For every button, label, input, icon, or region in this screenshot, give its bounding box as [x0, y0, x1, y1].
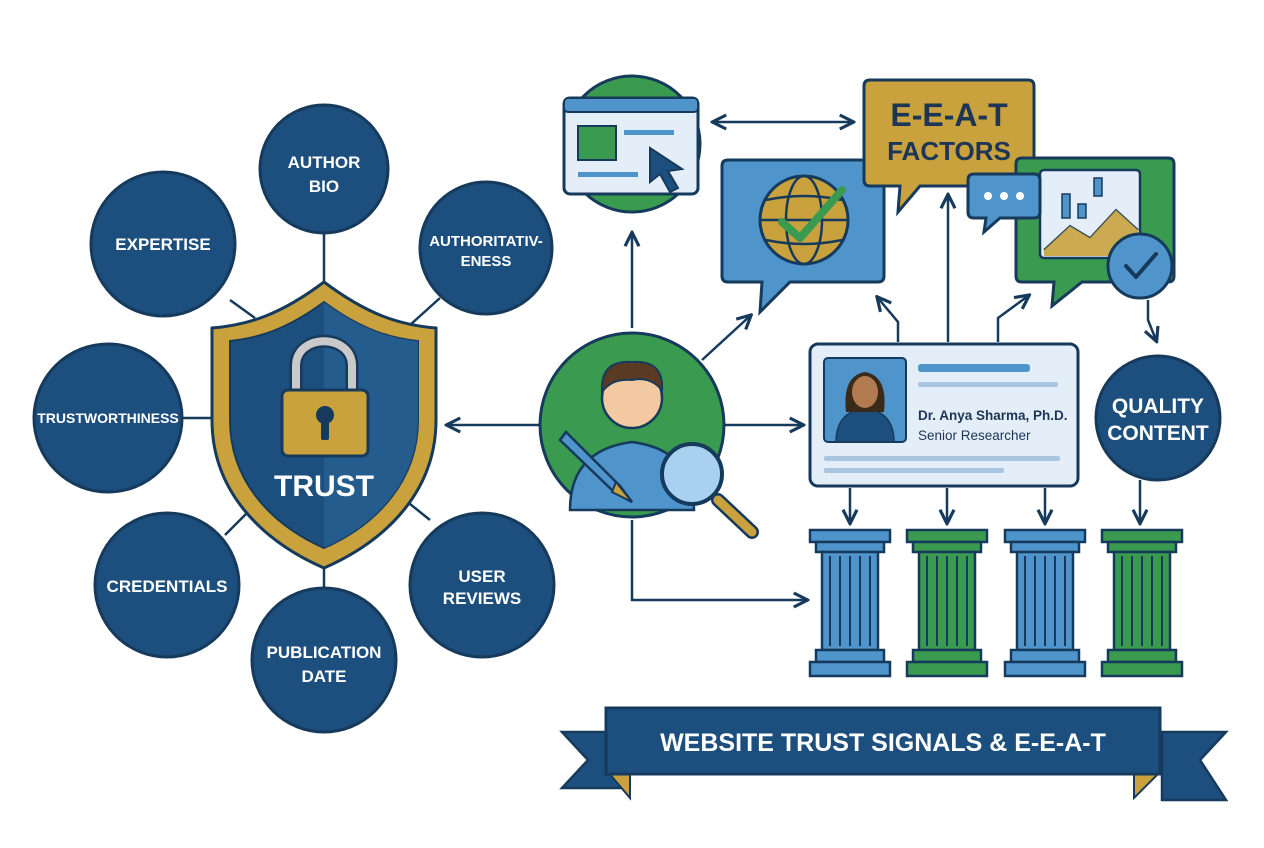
svg-text:CREDENTIALS: CREDENTIALS	[107, 577, 228, 596]
author-name: Dr. Anya Sharma, Ph.D.	[918, 408, 1068, 423]
pillar-icon	[1100, 528, 1184, 678]
trust-label: TRUST	[274, 470, 374, 503]
signal-credentials: CREDENTIALS	[93, 511, 241, 659]
svg-text:REVIEWS: REVIEWS	[443, 589, 521, 608]
svg-text:CONTENT: CONTENT	[1107, 422, 1209, 445]
pillars	[808, 528, 1184, 678]
flow-arrows	[448, 122, 1156, 600]
trust-shield: TRUST	[210, 280, 438, 570]
svg-text:PUBLICATION: PUBLICATION	[267, 643, 382, 662]
pillar-icon	[905, 528, 989, 678]
signal-authoritativeness: AUTHORITATIV- ENESS	[418, 180, 554, 316]
title-banner: WEBSITE TRUST SIGNALS & E-E-A-T	[559, 706, 1229, 802]
check-badge-icon	[1106, 232, 1174, 300]
author-photo	[835, 372, 895, 443]
browser-window-icon	[562, 74, 702, 214]
author-writer-icon	[538, 331, 759, 539]
signal-publication-date: PUBLICATION DATE	[250, 586, 398, 734]
signal-user-reviews: USER REVIEWS	[408, 511, 556, 659]
pillar-icon	[1003, 528, 1087, 678]
svg-text:USER: USER	[458, 567, 505, 586]
author-role: Senior Researcher	[918, 428, 1031, 443]
globe-check-bubble	[720, 158, 886, 316]
author-id-card: Dr. Anya Sharma, Ph.D. Senior Researcher	[808, 342, 1080, 488]
eeat-subtitle: FACTORS	[887, 136, 1011, 166]
svg-text:EXPERTISE: EXPERTISE	[115, 235, 210, 254]
eeat-title: E-E-A-T	[890, 97, 1008, 133]
pen-icon	[558, 430, 633, 504]
signal-author-bio: AUTHOR BIO	[258, 103, 390, 235]
svg-text:ENESS: ENESS	[461, 253, 512, 270]
chart-review-bubble	[1014, 156, 1176, 310]
checkmark-icon	[778, 186, 846, 242]
signal-trustworthiness: TRUSTWORTHINESS	[32, 342, 184, 494]
svg-text:BIO: BIO	[309, 177, 339, 196]
chat-dots-icon	[966, 172, 1042, 236]
globe-icon	[758, 174, 850, 266]
signal-expertise: EXPERTISE	[89, 170, 237, 318]
svg-text:AUTHORITATIV-: AUTHORITATIV-	[429, 233, 543, 250]
svg-text:AUTHOR: AUTHOR	[288, 153, 361, 172]
padlock-icon	[280, 334, 370, 458]
svg-text:QUALITY: QUALITY	[1112, 395, 1204, 418]
quality-content-circle: QUALITY CONTENT	[1094, 354, 1222, 482]
page-title: WEBSITE TRUST SIGNALS & E-E-A-T	[660, 729, 1106, 757]
pillar-icon	[808, 528, 892, 678]
svg-text:DATE: DATE	[301, 667, 346, 686]
svg-text:TRUSTWORTHINESS: TRUSTWORTHINESS	[37, 410, 179, 426]
magnifier-icon	[660, 442, 759, 539]
